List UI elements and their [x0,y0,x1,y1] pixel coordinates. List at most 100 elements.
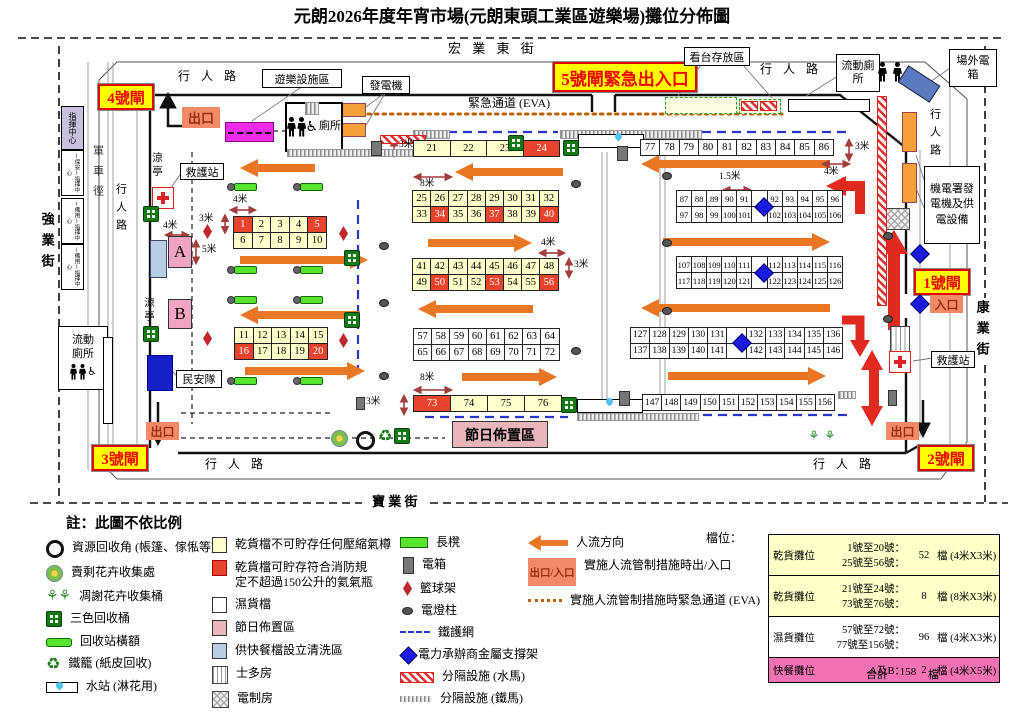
electric-box-icon [371,141,382,156]
lamp-post-icon [662,239,672,247]
lamp-post-icon [662,172,672,180]
corridor-lines [87,62,951,470]
basketball-stand-icon [203,331,212,346]
stall-39: 39 [521,206,541,223]
stall-10: 10 [307,232,327,249]
stall-57: 57 [413,328,433,345]
emsd-label: 機電署發電機及供電設備 [924,166,980,244]
summary-cell: 21號至24號：73號至76號： [842,584,905,610]
street-dashed-boundaries [18,37,1008,504]
flow-arrow [663,233,830,251]
legend-item: 鐵護網 [400,625,585,640]
legend-item: 回收站橫額 [46,634,251,649]
mobile-toilet-left: 流動廁所 ♿ [58,326,108,390]
stall-81: 81 [717,139,738,156]
stall-127: 127 [630,327,651,344]
flow-arrow [462,368,557,386]
stall-54: 54 [502,274,523,291]
stall-64: 64 [540,328,560,345]
stall-79: 79 [678,139,699,156]
ped-path-left-v: 行人路 [114,183,127,237]
stall-93: 93 [781,190,798,207]
legend-label: 賣剩花卉收集處 [71,565,156,579]
total-unit: 檔 [928,669,939,681]
play-area-zone [225,122,274,142]
legend-label: 實施人流管制措施時出/入口 [584,558,732,572]
stall-76: 76 [524,395,562,412]
lamp-post-icon [571,347,581,355]
dimension-arrow [191,238,201,266]
legend-item: 出口/入口實施人流管制措施時出/入口 [528,558,768,586]
legend-item: 實施人流管制措施時緊急通道 (EVA) [528,593,768,608]
gate-4: 4號閘 [98,84,154,110]
stall-120: 120 [721,272,738,289]
dimension-label: 4米 [233,195,248,205]
tricolor-bin-icon [508,135,524,151]
legend-label: 士多房 [236,666,273,680]
legend-label: 電制房 [237,691,274,705]
legend-label: 回收站橫額 [80,634,141,648]
bench-banner-icon [293,296,323,304]
total-label: 合計 [866,669,888,681]
emsd-generator-1 [902,112,917,152]
legend-item: 電制房 [212,691,400,708]
summary-total-row: 合計 158 檔 [768,666,998,682]
legend-label: 節日佈置區 [235,620,296,634]
legend-label: 分隔設施 (鐵馬) [440,691,523,705]
stall-95: 95 [811,190,828,207]
ped-path-bottom-right: 行 人 路 [813,457,876,471]
stall-9: 9 [288,232,309,249]
water-legend-icon [46,682,78,693]
electric-box-icon [888,390,897,406]
flower-legend-icon [46,565,63,582]
stall-56: 56 [539,274,559,291]
mobile-toilet-label-top: 流動廁所 [836,54,880,92]
dimension-arrow [399,393,409,417]
basketball-stand-icon [339,226,348,241]
sqr-legend-icon [212,560,227,576]
stall-84: 84 [775,139,796,156]
dimension-label: 3米 [574,260,589,270]
stall-30: 30 [502,190,523,207]
stall-137: 137 [630,342,651,359]
bench-banner-icon [227,377,257,385]
rdia-legend-icon [403,581,412,596]
water-barrier-piece-1 [741,101,758,111]
ebox-legend-icon [403,557,414,574]
bluedash-legend-icon [400,631,430,633]
legend-label: 電力承辦商金屬支撐架 [418,647,539,661]
stall-99: 99 [706,206,723,223]
stall-77: 77 [640,139,661,156]
stall-124: 124 [796,272,813,289]
barrier-stand-left [103,337,113,424]
dimension-arrow [220,213,230,235]
summary-cell: 乾貨攤位 [773,550,815,562]
stall-59: 59 [449,328,469,345]
page-title: 元朗2026年度年宵市場(元朗東頭工業區遊樂場)攤位分佈圖 [293,7,731,26]
metal-barrier-4 [577,413,699,421]
lamp-post-icon [883,315,893,323]
stall-35: 35 [448,206,468,223]
stall-143: 143 [765,342,786,359]
stall-114: 114 [796,256,813,273]
summary-cell: 檔 (4米X3米) [937,550,997,562]
stall-138: 138 [649,342,670,359]
military-road: 軍車徑 [91,145,104,205]
stall-128: 128 [649,327,670,344]
basketball-stand-icon [339,333,348,348]
ring-legend-icon [46,540,64,558]
stall-111: 111 [736,256,753,273]
legend-col-4: 人流方向出口/入口實施人流管制措施時出/入口實施人流管制措施時緊急通道 (EVA… [528,535,768,615]
stall-2: 2 [251,216,272,233]
dimension-arrow [412,172,454,182]
stall-19: 19 [289,343,310,360]
water-barrier-vertical [877,96,887,306]
ped-path-right-v: 行人路 [928,108,941,162]
legend-label: 乾貨檔可貯存符合消防規 定不超過150公升的氦氣瓶 [235,560,374,589]
